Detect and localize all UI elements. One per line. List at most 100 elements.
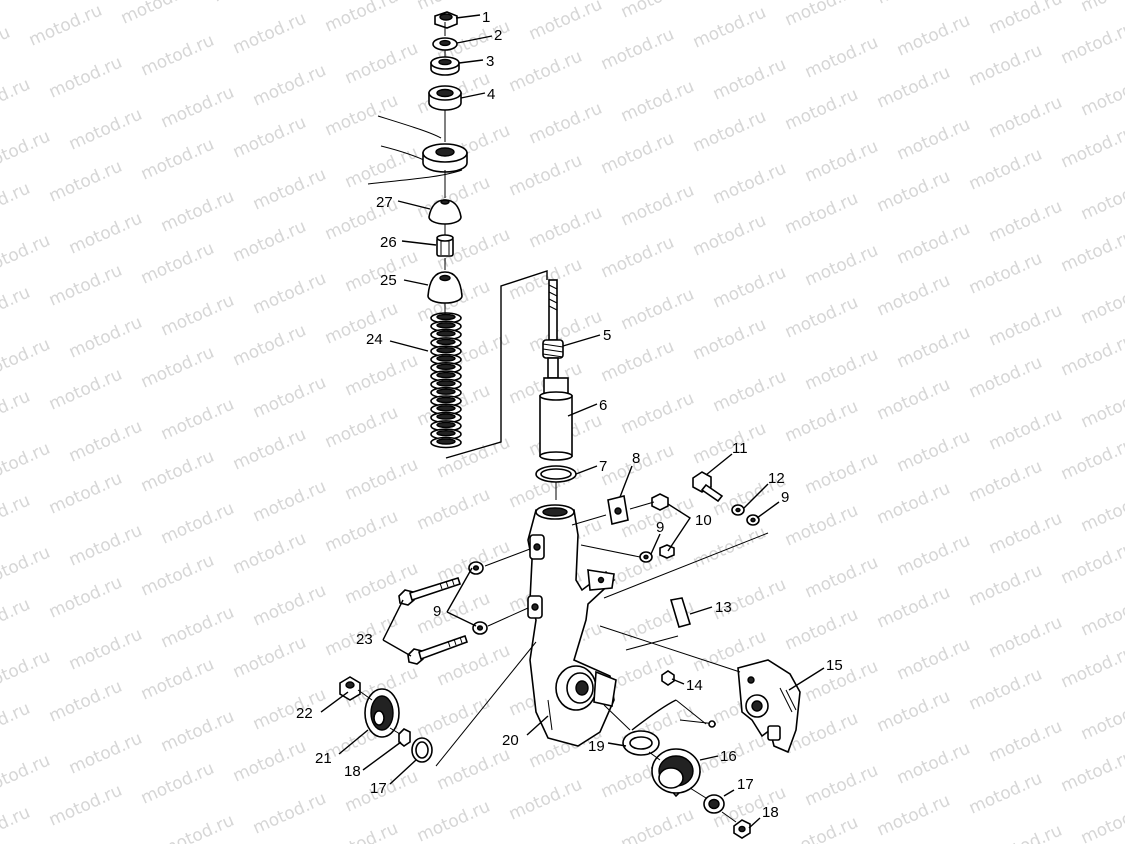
watermark-text: motod.ru [0, 751, 53, 801]
part-washer [432, 37, 458, 51]
watermark-text: motod.ru [802, 241, 881, 291]
watermark-text: motod.ru [710, 55, 789, 105]
watermark-text: motod.ru [1078, 279, 1125, 329]
watermark-text: motod.ru [46, 677, 125, 727]
watermark-text: motod.ru [710, 0, 789, 1]
watermark-text: motod.ru [690, 419, 769, 469]
spring-coil-inner [436, 338, 456, 346]
watermark-text: motod.ru [158, 187, 237, 237]
watermark-text: motod.ru [618, 0, 697, 23]
watermark-text: motod.ru [690, 107, 769, 157]
assembly-guide-lines [357, 22, 769, 823]
watermark-text: motod.ru [0, 543, 53, 593]
watermark-text: motod.ru [66, 625, 145, 675]
watermark-text: motod.ru [1078, 799, 1125, 844]
watermark-text: motod.ru [434, 745, 513, 795]
watermark-text: motod.ru [46, 261, 125, 311]
watermark-text: motod.ru [322, 91, 401, 141]
watermark-text: motod.ru [230, 217, 309, 267]
watermark-text: motod.ru [966, 353, 1045, 403]
part-o-ring [535, 465, 577, 483]
callout-4: 4 [487, 86, 495, 103]
watermark-text: motod.ru [874, 0, 953, 9]
watermark-text: motod.ru [690, 523, 769, 573]
part-bearing [428, 85, 462, 111]
watermark-text: motod.ru [874, 583, 953, 633]
watermark-text: motod.ru [0, 699, 33, 749]
watermark-text: motod.ru [250, 581, 329, 631]
watermark-text: motod.ru [210, 0, 289, 7]
watermark-text: motod.ru [690, 211, 769, 261]
watermark-text: motod.ru [158, 603, 237, 653]
watermark-text: motod.ru [158, 707, 237, 757]
watermark-text: motod.ru [782, 501, 861, 551]
watermark-text: motod.ru [1078, 383, 1125, 433]
watermark-text: motod.ru [0, 335, 53, 385]
spring-coil-inner [436, 380, 456, 387]
watermark-text: motod.ru [986, 0, 1065, 39]
spring-coil-inner [436, 355, 456, 362]
watermark-text: motod.ru [618, 805, 697, 844]
callout-15: 15 [826, 657, 843, 674]
spring-coil-inner [436, 438, 456, 445]
watermark-text: motod.ru [66, 209, 145, 259]
watermark-text: motod.ru [986, 613, 1065, 663]
spring-coil-inner [436, 396, 456, 404]
watermark-text: motod.ru [0, 283, 33, 333]
watermark-text: motod.ru [118, 0, 197, 29]
callout-19: 19 [588, 738, 605, 755]
callout-3: 3 [486, 53, 494, 70]
watermark-text: motod.ru [506, 255, 585, 305]
watermark-text: motod.ru [894, 323, 973, 373]
watermark-text: motod.ru [138, 343, 217, 393]
spring-coil-inner [436, 430, 456, 437]
part-bracket-tab [607, 495, 629, 525]
watermark-text: motod.ru [802, 345, 881, 395]
callout-6: 6 [599, 397, 607, 414]
spring-coil-inner [436, 421, 456, 429]
watermark-text: motod.ru [874, 167, 953, 217]
watermark-text: motod.ru [322, 0, 401, 37]
part-nut [434, 11, 458, 29]
part-brake-drum [650, 748, 702, 798]
watermark-text: motod.ru [894, 11, 973, 61]
watermark-text: motod.ru [894, 531, 973, 581]
part-caliper-washer [731, 504, 745, 516]
watermark-text: motod.ru [250, 789, 329, 839]
watermark-text: motod.ru [782, 189, 861, 239]
watermark-text: motod.ru [0, 387, 33, 437]
watermark-text: motod.ru [618, 181, 697, 231]
callout-9-left: 9 [433, 603, 441, 620]
part-nut-washer-right [703, 794, 751, 839]
watermark-text: motod.ru [1058, 123, 1125, 173]
watermark-text: motod.ru [342, 39, 421, 89]
watermark-text: motod.ru [618, 77, 697, 127]
spring-coil-inner [436, 405, 456, 412]
watermark-text: motod.ru [46, 781, 125, 831]
part-brake-caliper [737, 659, 801, 754]
watermark-text: motod.ru [526, 307, 605, 357]
spring-coil-inner [436, 413, 456, 420]
watermark-text: motod.ru [138, 551, 217, 601]
watermark-text: motod.ru [1058, 539, 1125, 589]
watermark-text: motod.ru [1078, 71, 1125, 121]
watermark-text: motod.ru [1058, 227, 1125, 277]
watermark-text: motod.ru [966, 769, 1045, 819]
watermark-text: motod.ru [0, 439, 53, 489]
watermark-text: motod.ru [710, 159, 789, 209]
watermark-text: motod.ru [802, 33, 881, 83]
watermark-text: motod.ru [782, 85, 861, 135]
watermark-text: motod.ru [1078, 0, 1125, 17]
part-caliper-bolt [692, 471, 724, 503]
watermark-text: motod.ru [322, 507, 401, 557]
part-bushing-top [430, 56, 460, 76]
watermark-text: motod.ru [874, 791, 953, 841]
watermark-text: motod.ru [894, 115, 973, 165]
watermark-text: motod.ru [250, 477, 329, 527]
watermark-text: motod.ru [1058, 19, 1125, 69]
part-spring-seat [427, 271, 463, 304]
watermark-text: motod.ru [0, 75, 33, 125]
callout-18-left: 18 [344, 763, 361, 780]
